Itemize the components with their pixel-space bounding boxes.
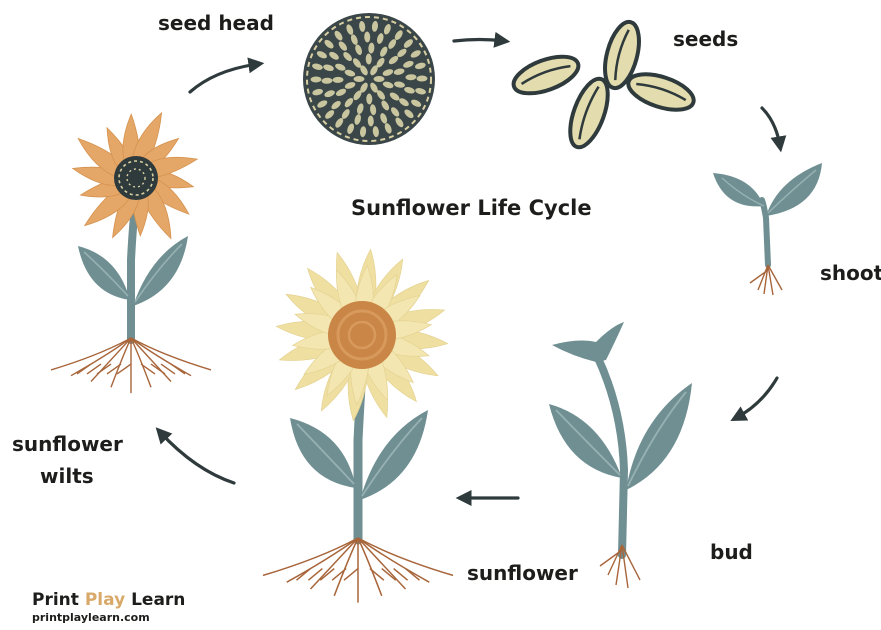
root-branch bbox=[406, 569, 420, 581]
brand-word-play: Play bbox=[85, 590, 125, 610]
diagram-title: Sunflower Life Cycle bbox=[351, 196, 592, 220]
root-branch bbox=[370, 569, 384, 581]
label-shoot: shoot bbox=[820, 261, 881, 285]
arrow-wilted-to-seedhead bbox=[190, 64, 258, 92]
brand-url: printplaylearn.com bbox=[32, 611, 185, 625]
seed bbox=[563, 74, 616, 152]
shoot-illustration bbox=[713, 163, 822, 295]
bud-illustration bbox=[549, 322, 692, 588]
seed bbox=[509, 49, 583, 100]
arrow-shoot-to-bud bbox=[736, 378, 777, 418]
seed bbox=[624, 67, 698, 117]
label-bud: bud bbox=[710, 540, 753, 564]
wilting-roots bbox=[51, 338, 211, 393]
arrow-seeds-to-shoot bbox=[762, 108, 780, 146]
wilting-sunflower-illustration bbox=[51, 113, 211, 393]
seed-head-seed bbox=[374, 76, 385, 82]
brand-logo: Print Play Learn printplaylearn.com bbox=[32, 590, 185, 625]
label-wilts-line2: wilts bbox=[40, 464, 94, 488]
seed-head-illustration bbox=[303, 13, 435, 145]
arrow-seedhead-to-seeds bbox=[454, 40, 504, 42]
root-branch bbox=[344, 569, 358, 581]
seed-head-seed bbox=[354, 76, 365, 82]
brand-word-learn: Learn bbox=[131, 590, 185, 610]
brand-name: Print Play Learn bbox=[32, 590, 185, 610]
label-seeds: seeds bbox=[673, 27, 738, 51]
label-sunflower: sunflower bbox=[467, 561, 578, 585]
sunflower-illustration bbox=[263, 249, 453, 602]
arrow-sunflower-to-wilts bbox=[160, 432, 234, 483]
root-branch bbox=[332, 569, 346, 581]
brand-word-print: Print bbox=[32, 590, 79, 610]
label-seed-head: seed head bbox=[158, 11, 274, 35]
label-wilts-line1: sunflower bbox=[12, 432, 123, 456]
seeds-illustration bbox=[509, 18, 698, 152]
sunflower-roots bbox=[263, 538, 453, 603]
